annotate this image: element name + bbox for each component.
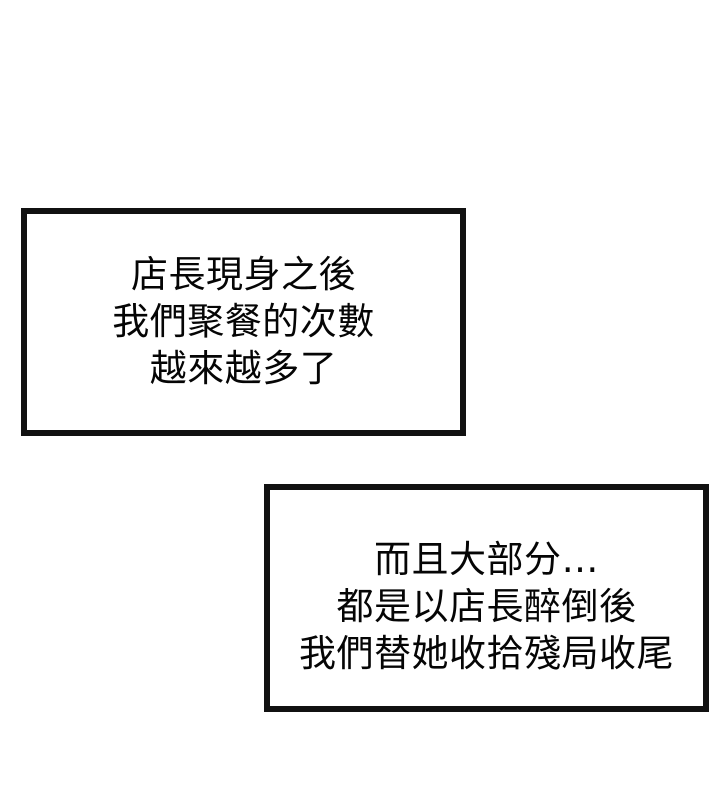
panel-2-line-1: 而且大部分… bbox=[374, 537, 599, 581]
comic-panel-2: 而且大部分… 都是以店長醉倒後 我們替她收拾殘局收尾 bbox=[264, 484, 709, 712]
panel-2-text-block: 而且大部分… 都是以店長醉倒後 我們替她收拾殘局收尾 bbox=[299, 536, 674, 677]
comic-panel-1: 店長現身之後 我們聚餐的次數 越來越多了 bbox=[21, 208, 466, 436]
panel-1-text-block: 店長現身之後 我們聚餐的次數 越來越多了 bbox=[112, 251, 375, 392]
panel-1-line-2: 我們聚餐的次數 bbox=[112, 299, 375, 343]
panel-1-line-1: 店長現身之後 bbox=[131, 252, 356, 296]
panel-2-line-3: 我們替她收拾殘局收尾 bbox=[299, 631, 674, 675]
panel-2-line-2: 都是以店長醉倒後 bbox=[336, 584, 637, 628]
panel-1-line-3: 越來越多了 bbox=[149, 346, 338, 390]
